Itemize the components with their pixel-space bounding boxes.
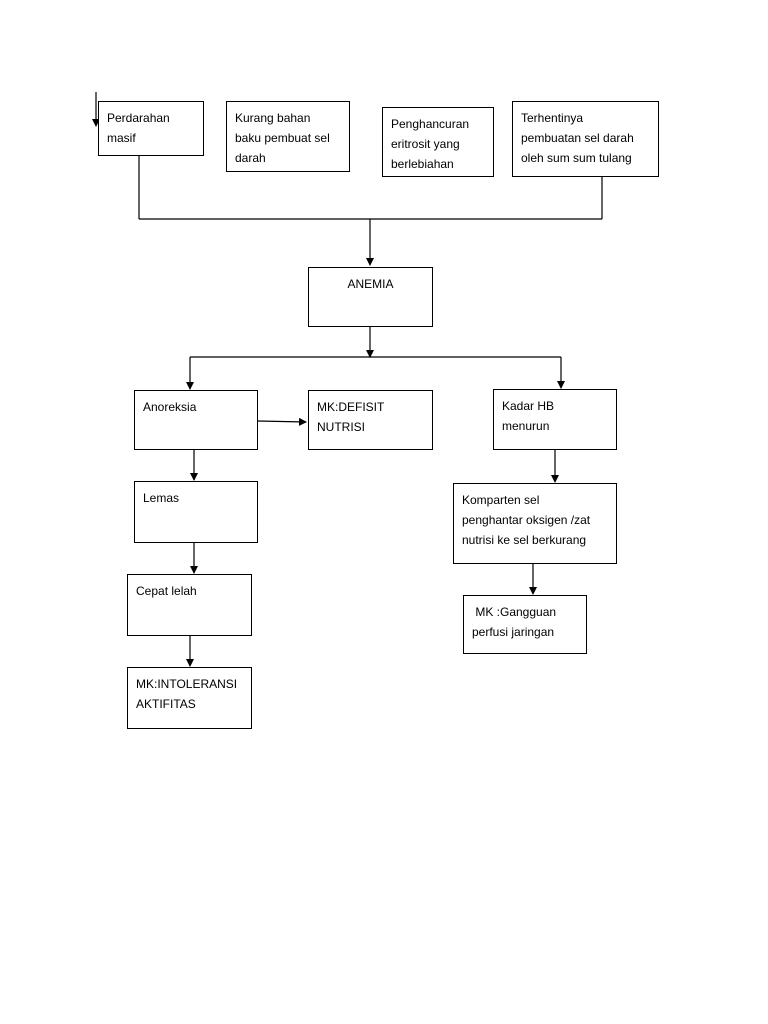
node-penghancuran: Penghancuran eritrosit yang berlebiahan [382,107,494,177]
node-terhentinya: Terhentinya pembuatan sel darah oleh sum… [512,101,659,177]
node-lemas: Lemas [134,481,258,543]
node-komparten: Komparten sel penghantar oksigen /zat nu… [453,483,617,564]
node-perdarahan: Perdarahan masif [98,101,204,156]
node-defisit-nutrisi: MK:DEFISIT NUTRISI [308,390,433,450]
node-kurang-bahan: Kurang bahan baku pembuat sel darah [226,101,350,172]
node-anoreksia: Anoreksia [134,390,258,450]
node-kadar-hb: Kadar HB menurun [493,389,617,450]
node-cepat-lelah: Cepat lelah [127,574,252,636]
arrow-to-defisit [257,417,307,426]
node-intoleransi: MK:INTOLERANSI AKTIFITAS [127,667,252,729]
node-gangguan-perfusi: MK :Gangguan perfusi jaringan [463,595,587,654]
node-anemia: ANEMIA [308,267,433,327]
